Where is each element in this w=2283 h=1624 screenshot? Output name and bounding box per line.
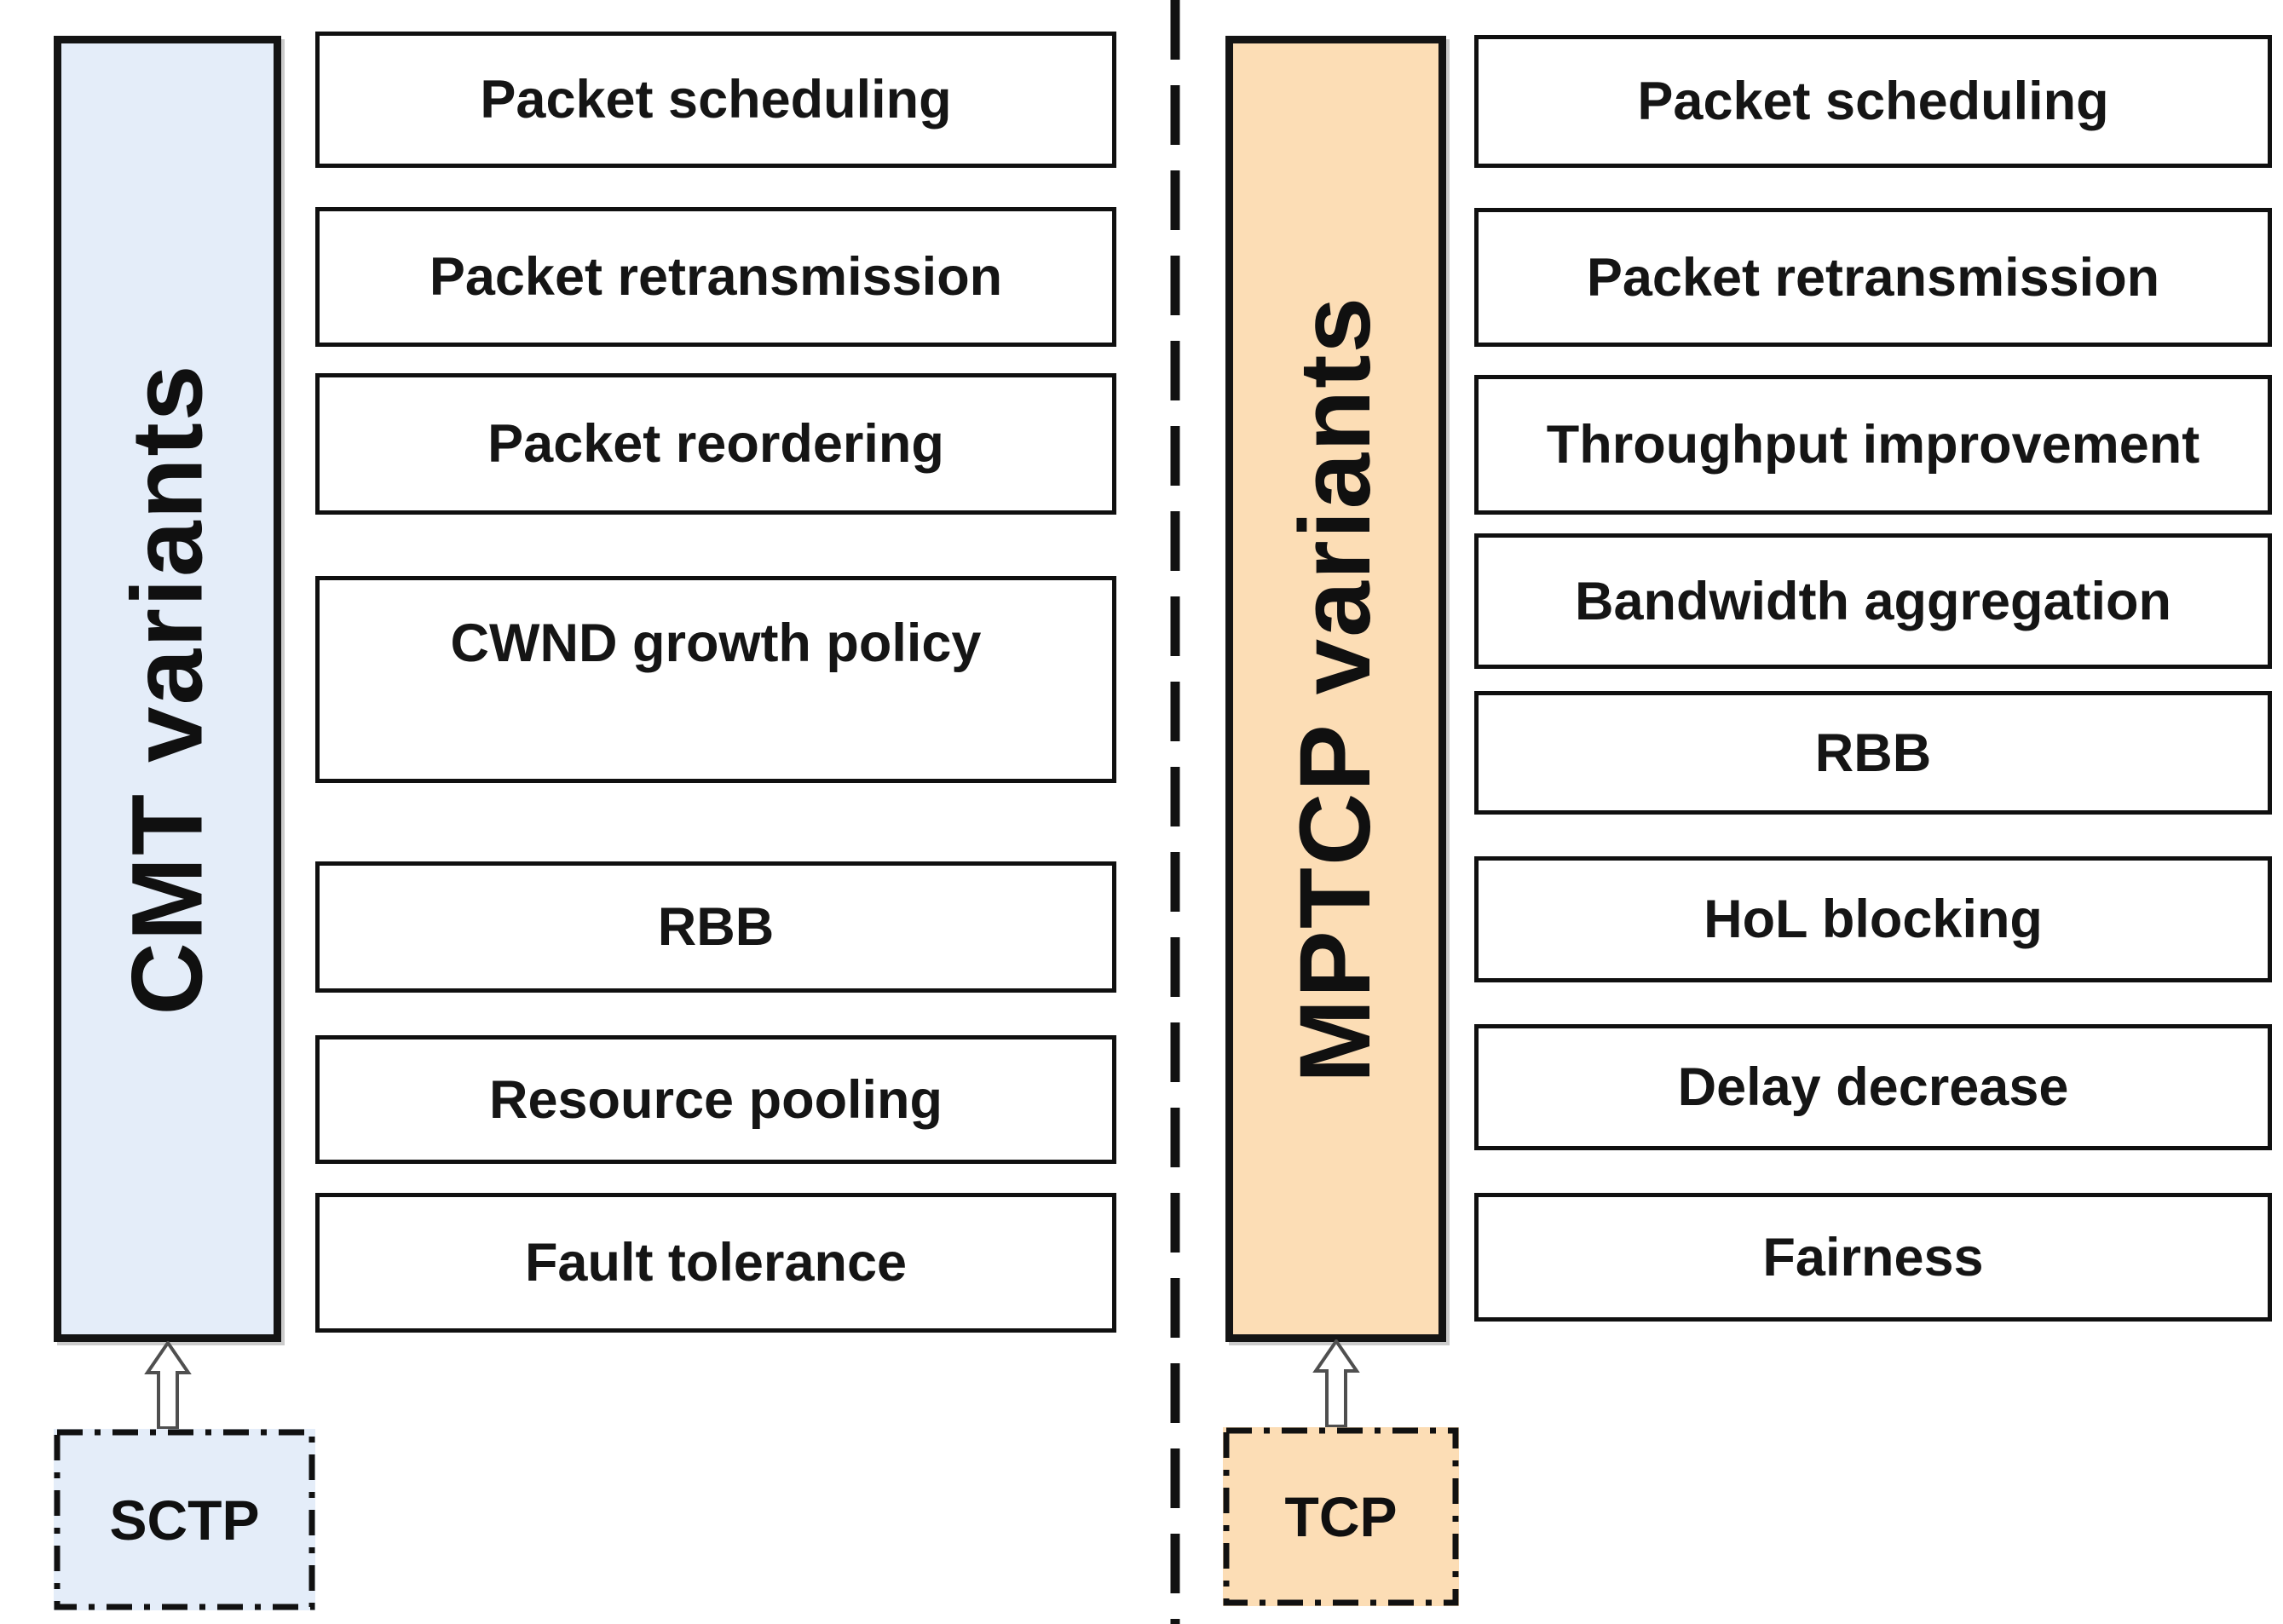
- mptcp-variants-bar: MPTCP variants: [1225, 36, 1446, 1342]
- sctp-box: SCTP: [54, 1429, 315, 1610]
- cmt-variants-bar: CMT variants: [54, 36, 281, 1342]
- feature-box-throughput-improvement: Throughput improvement: [1474, 375, 2272, 515]
- feature-label: Fairness: [1762, 1227, 1984, 1287]
- feature-label: RBB: [1814, 723, 1932, 783]
- feature-label: Fault tolerance: [524, 1233, 908, 1293]
- feature-box-rbb-right: RBB: [1474, 691, 2272, 815]
- feature-box-cwnd-growth-policy: CWND growth policy: [315, 576, 1116, 783]
- feature-box-resource-pooling: Resource pooling: [315, 1035, 1116, 1164]
- cmt-variants-bar-label: CMT variants: [111, 363, 224, 1015]
- feature-box-packet-scheduling-right: Packet scheduling: [1474, 35, 2272, 168]
- feature-box-rbb-left: RBB: [315, 861, 1116, 993]
- feature-label: HoL blocking: [1704, 890, 2043, 949]
- sctp-label: SCTP: [109, 1488, 260, 1552]
- feature-box-packet-retransmission-right: Packet retransmission: [1474, 208, 2272, 347]
- feature-box-fairness: Fairness: [1474, 1193, 2272, 1322]
- tcp-label: TCP: [1284, 1485, 1398, 1548]
- feature-label: Throughput improvement: [1546, 415, 2200, 475]
- feature-label: Packet reordering: [487, 414, 944, 474]
- feature-label: RBB: [657, 897, 775, 957]
- dashed-divider-line: [1170, 0, 1180, 1624]
- feature-label: CWND growth policy: [450, 613, 982, 673]
- feature-box-hol-blocking: HoL blocking: [1474, 856, 2272, 982]
- feature-box-bandwidth-aggregation: Bandwidth aggregation: [1474, 533, 2272, 669]
- tcp-box: TCP: [1223, 1427, 1459, 1606]
- tcp-box-dashdot-border: [1223, 1427, 1459, 1606]
- feature-box-packet-retransmission-left: Packet retransmission: [315, 207, 1116, 347]
- feature-label: Packet scheduling: [480, 70, 952, 130]
- sctp-box-dashdot-border: [54, 1429, 315, 1610]
- feature-label: Packet scheduling: [1637, 72, 2109, 131]
- feature-label: Delay decrease: [1677, 1057, 2069, 1117]
- sctp-to-cmt-arrow-icon: [144, 1341, 192, 1430]
- feature-label: Packet retransmission: [1586, 247, 2160, 308]
- feature-label: Bandwidth aggregation: [1575, 571, 2171, 631]
- mptcp-variants-bar-label: MPTCP variants: [1279, 295, 1392, 1083]
- feature-label: Packet retransmission: [429, 247, 1003, 307]
- feature-label: Resource pooling: [488, 1069, 943, 1130]
- feature-box-delay-decrease: Delay decrease: [1474, 1024, 2272, 1150]
- feature-box-packet-scheduling-left: Packet scheduling: [315, 32, 1116, 168]
- tcp-to-mptcp-arrow-icon: [1312, 1339, 1360, 1428]
- feature-box-packet-reordering: Packet reordering: [315, 373, 1116, 515]
- feature-box-fault-tolerance: Fault tolerance: [315, 1193, 1116, 1333]
